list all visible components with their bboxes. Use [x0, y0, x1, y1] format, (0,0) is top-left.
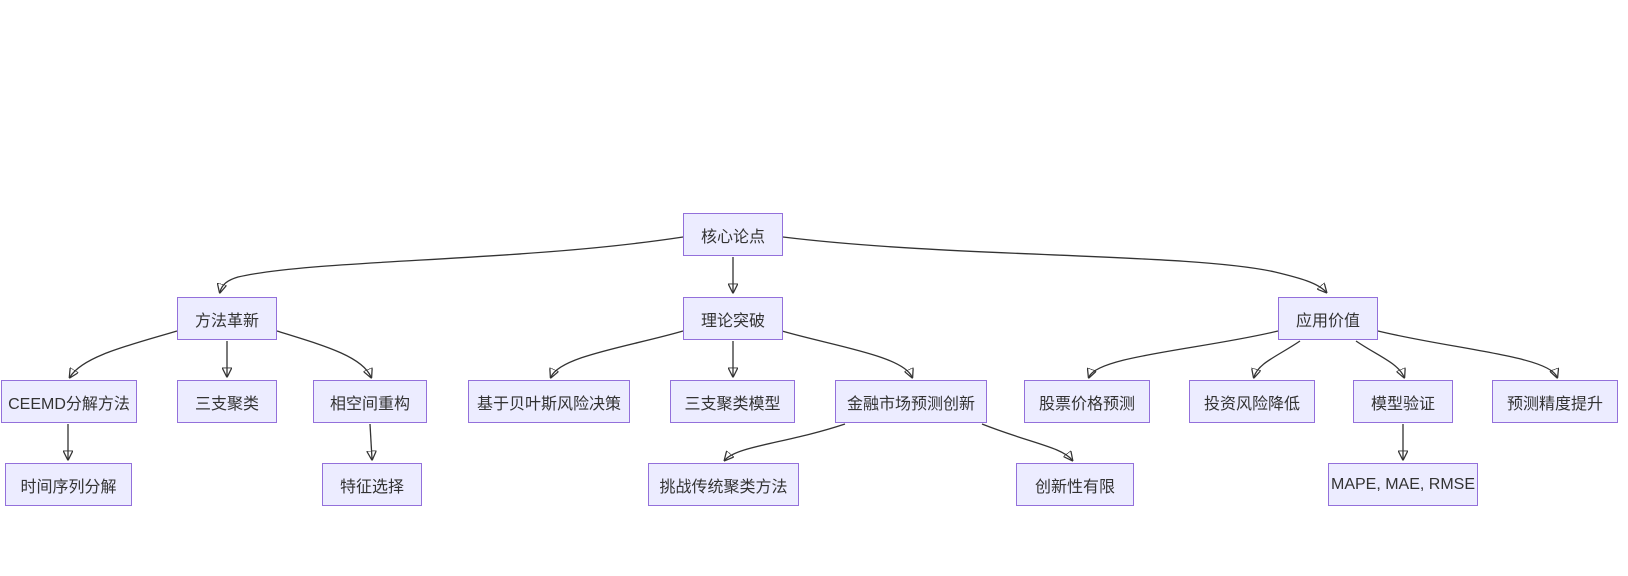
node-limited-novelty: 创新性有限: [1016, 463, 1134, 506]
node-stock-price-prediction: 股票价格预测: [1024, 380, 1150, 423]
node-forecast-accuracy-improvement: 预测精度提升: [1492, 380, 1618, 423]
edge-core-application: [782, 236, 1326, 292]
node-application-value: 应用价值: [1278, 297, 1378, 340]
node-three-way-clustering-model: 三支聚类模型: [670, 380, 795, 423]
node-investment-risk-reduction: 投资风险降低: [1189, 380, 1315, 423]
edge-application-validation: [1355, 340, 1404, 377]
node-phase-space-reconstruction: 相空间重构: [313, 380, 427, 423]
edge-core-method: [220, 236, 684, 292]
edge-application-accuracy: [1377, 330, 1557, 377]
node-core-argument: 核心论点: [683, 213, 783, 256]
edge-theory-bayes: [551, 330, 684, 377]
node-time-series-decomposition: 时间序列分解: [5, 463, 132, 506]
edge-phasespace-feature: [370, 423, 372, 459]
node-method-innovation: 方法革新: [177, 297, 277, 340]
node-evaluation-metrics: MAPE, MAE, RMSE: [1328, 463, 1478, 506]
edge-application-stock: [1089, 330, 1279, 377]
node-ceemd-decomposition: CEEMD分解方法: [1, 380, 137, 423]
edge-application-risk: [1254, 340, 1301, 377]
edge-method-phasespace: [276, 330, 371, 377]
node-bayesian-risk-decision: 基于贝叶斯风险决策: [468, 380, 630, 423]
node-theory-breakthrough: 理论突破: [683, 297, 783, 340]
edge-finance-novelty: [981, 423, 1072, 460]
node-three-way-clustering: 三支聚类: [177, 380, 277, 423]
node-model-validation: 模型验证: [1353, 380, 1453, 423]
edge-theory-finance: [781, 330, 912, 377]
node-challenge-traditional-clustering: 挑战传统聚类方法: [648, 463, 799, 506]
node-feature-selection: 特征选择: [322, 463, 422, 506]
edge-finance-challenge: [725, 423, 846, 460]
node-financial-market-forecast-innovation: 金融市场预测创新: [835, 380, 987, 423]
edge-method-ceemd: [70, 330, 178, 377]
